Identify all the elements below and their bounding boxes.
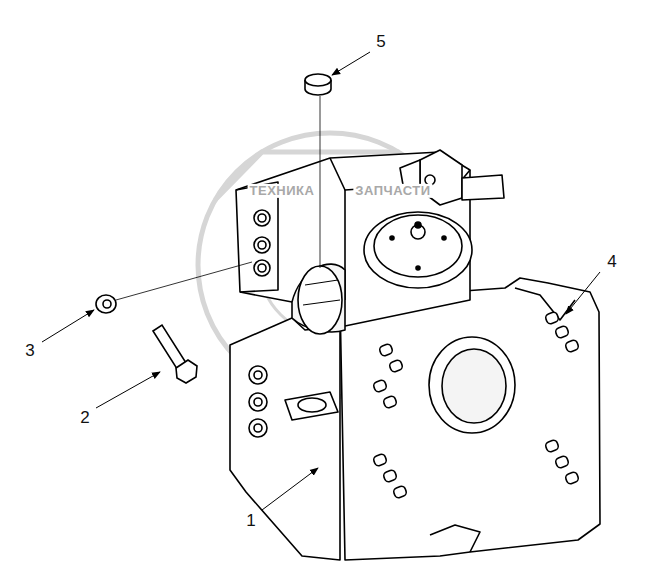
guide-line (116, 96, 320, 300)
drawing-shape (373, 453, 388, 467)
drawing-shape (545, 311, 560, 325)
drawing-shape (103, 300, 111, 308)
drawing-shape (416, 266, 420, 270)
drawing-shape (254, 210, 270, 226)
callout-number: 1 (244, 512, 257, 531)
drawing-shape (303, 280, 340, 305)
drawing-shape (393, 485, 408, 499)
drawing-shape (429, 337, 515, 433)
drawing-shape (249, 393, 267, 411)
drawing-shape (262, 468, 318, 510)
drawing-shape (258, 241, 266, 249)
drawing-shape (373, 379, 388, 393)
drawing-shape (545, 439, 560, 453)
drawing-shape (374, 215, 462, 277)
drawing-shape (298, 398, 326, 412)
drawing-shape (236, 182, 278, 292)
drawing-shape (254, 371, 262, 379)
drawing-shape (332, 52, 370, 75)
drawing-shape (515, 288, 575, 320)
drawing-shape (340, 278, 600, 560)
drawing-shape (298, 266, 342, 334)
watermark-text: ТЕХНИКА (248, 184, 317, 198)
drawing-shape (383, 395, 398, 409)
drawing-shape (565, 339, 580, 353)
drawing-shape (555, 455, 570, 469)
drawing-shape (258, 214, 266, 222)
drawing-shape (320, 96, 321, 268)
drawing-shape (254, 424, 262, 432)
drawing-shape (176, 360, 197, 383)
callout-number: 4 (605, 253, 618, 272)
drawing-shape (236, 152, 470, 326)
drawing-shape (383, 469, 398, 483)
callout-number: 5 (374, 33, 387, 52)
bolt-part-2 (153, 325, 197, 383)
steering-knuckle (230, 150, 600, 560)
drawing-shape (285, 392, 338, 420)
callout-number: 2 (78, 409, 91, 428)
callout-number: 3 (23, 342, 36, 361)
drawing-shape (462, 175, 504, 200)
drawing-shape (566, 272, 600, 314)
drawing-shape (379, 343, 394, 357)
watermark-text: ЗАПЧАСТИ (353, 184, 432, 198)
drawing-shape (254, 237, 270, 253)
drawing-shape (305, 74, 331, 86)
drawing-shape (430, 525, 480, 552)
drawing-shape (96, 295, 116, 313)
drawing-shape (442, 236, 446, 240)
drawing-shape (230, 318, 340, 560)
leader-line (42, 52, 600, 510)
drawing-shape (254, 260, 270, 276)
drawing-shape (249, 419, 267, 437)
drawing-shape (389, 359, 404, 373)
drawing-shape (415, 222, 421, 228)
drawing-shape (42, 310, 94, 342)
drawing-shape (116, 262, 252, 300)
washer-part-3 (96, 295, 116, 313)
drawing-shape (254, 398, 262, 406)
drawing-shape (390, 236, 394, 240)
drawing-shape (555, 325, 570, 339)
drawing-shape (249, 366, 267, 384)
drawing-shape (565, 471, 580, 485)
drawing-shape (364, 212, 472, 288)
drawing-shape (442, 349, 506, 423)
drawing-shape (373, 311, 580, 499)
cap-part-5 (305, 74, 331, 95)
drawing-shape (258, 264, 266, 272)
drawing-shape (96, 372, 160, 408)
